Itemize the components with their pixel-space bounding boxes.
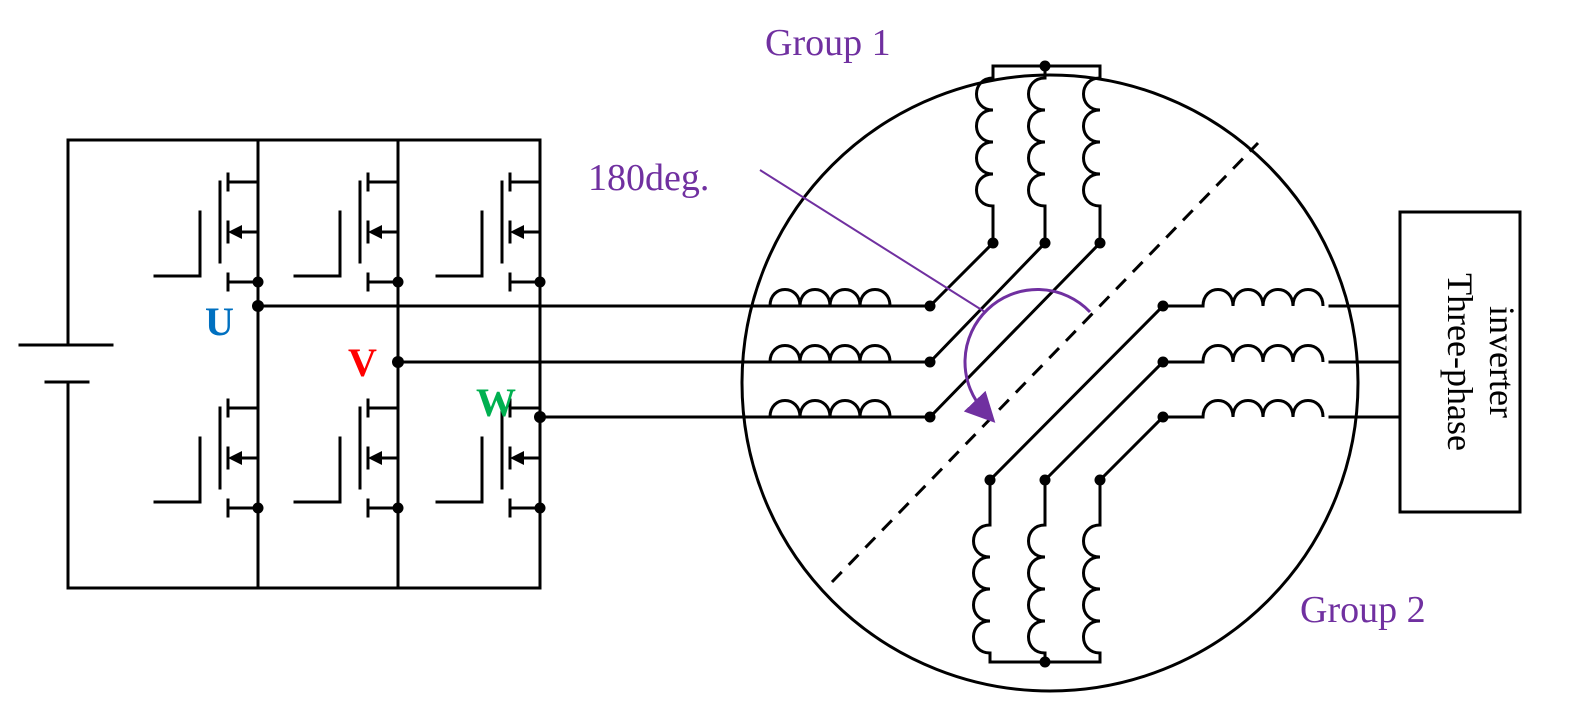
label-v: V	[348, 340, 377, 385]
winding-group1-vertical-2	[1027, 76, 1046, 208]
arrow-icon	[228, 451, 242, 465]
node-w	[534, 411, 546, 423]
group2-diag-3	[1097, 414, 1166, 483]
node-u	[252, 300, 264, 312]
mosfet-upper-3	[435, 172, 546, 292]
winding-group2-horizontal-2	[1201, 344, 1325, 363]
winding-group2-horizontal-3	[1201, 399, 1325, 418]
label-u: U	[205, 299, 234, 344]
winding-group1-horizontal-1	[768, 288, 892, 307]
arrow-icon	[510, 451, 524, 465]
inverter-output-wires	[1328, 304, 1402, 419]
winding-group1-vertical-1	[975, 76, 994, 208]
junction-dot	[534, 276, 546, 288]
group1-diag-3	[927, 240, 1103, 420]
phase-output-wires	[256, 304, 932, 419]
inverter-label-line2: inverter	[1482, 306, 1522, 418]
node-v	[392, 356, 404, 368]
separation-dashed-line	[830, 141, 1260, 584]
junction-dot	[1039, 656, 1051, 668]
winding-group1-horizontal-3	[768, 399, 892, 418]
label-w: W	[476, 380, 516, 425]
arrow-icon	[510, 225, 524, 239]
winding-group2-vertical-1	[972, 523, 991, 655]
mosfet-lower-1	[153, 398, 264, 518]
junction-dot	[252, 502, 264, 514]
winding-group2-vertical-2	[1027, 523, 1046, 655]
junction-dot	[1039, 237, 1051, 249]
rotation-arrow-icon	[963, 288, 1092, 423]
winding-group2-horizontal-1	[1201, 288, 1325, 307]
junction-dot	[252, 276, 264, 288]
group2-label: Group 2	[1300, 589, 1426, 631]
junction-dot	[392, 276, 404, 288]
angle-pointer-line	[759, 169, 986, 313]
inverter-bridge	[153, 138, 546, 590]
group1-diag-1	[927, 240, 996, 309]
junction-dot	[987, 237, 999, 249]
junction-dot	[392, 502, 404, 514]
group2-diag-1	[987, 303, 1166, 483]
group1-diag-2	[927, 240, 1048, 365]
junction-dot	[534, 502, 546, 514]
group2-diag-2	[1042, 359, 1166, 483]
winding-group1-horizontal-2	[768, 344, 892, 363]
winding-group1-vertical-3	[1082, 76, 1101, 208]
dc-bus	[66, 138, 542, 590]
junction-dot	[1094, 237, 1106, 249]
arrow-icon	[228, 225, 242, 239]
motor-stator-circle	[740, 73, 1360, 693]
junction-dot	[1039, 60, 1051, 72]
inverter-label-line1: Three-phase	[1440, 273, 1480, 451]
arrow-icon	[368, 451, 382, 465]
angle-label: 180deg.	[588, 157, 709, 199]
winding-group2-vertical-3	[1082, 523, 1101, 655]
mosfet-upper-2	[293, 172, 404, 292]
arrow-icon	[368, 225, 382, 239]
group1-label: Group 1	[765, 22, 891, 64]
mosfet-lower-3	[435, 398, 546, 518]
battery-icon	[18, 343, 114, 384]
mosfet-upper-1	[153, 172, 264, 292]
three-phase-inverter-box	[1398, 210, 1522, 514]
motor-windings	[768, 60, 1325, 668]
mosfet-lower-2	[293, 398, 404, 518]
